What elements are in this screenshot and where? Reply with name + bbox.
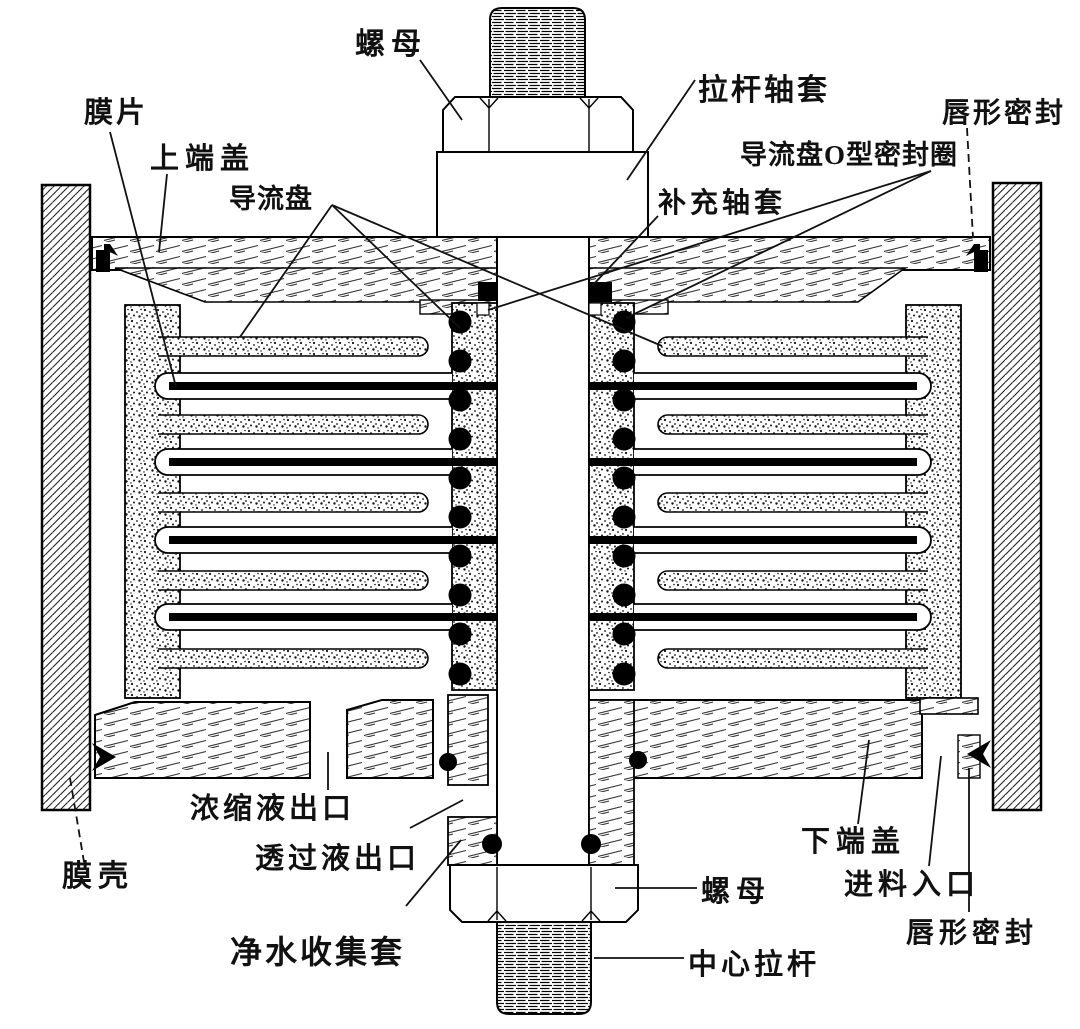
leader-lip-seal-top: [966, 127, 974, 239]
membrane-shell-right-wall: [991, 181, 1043, 812]
guide-disc-o-ring-left: [448, 505, 472, 529]
leader-membrane-shell: [69, 777, 85, 863]
lip-seal-bottom-right: [967, 740, 991, 768]
guide-disc-right: [657, 414, 928, 435]
label-tie-rod-sleeve: 拉杆轴套: [698, 73, 830, 107]
leader-permeate-outlet: [409, 799, 464, 829]
o-ring-collar-left: [439, 753, 457, 771]
clean-water-sleeve-upper-left: [447, 694, 489, 786]
leader-guide-disc-oring-2: [625, 170, 932, 319]
label-lip-seal-bottom: 唇形密封: [906, 916, 1038, 949]
guide-disc-o-ring-right: [612, 349, 636, 373]
label-upper-end-cap: 上端盖: [150, 142, 255, 175]
label-membrane: 膜片: [84, 96, 148, 129]
guide-disc-o-ring-left: [448, 388, 472, 412]
guide-disc-o-ring-right: [612, 388, 636, 412]
guide-disc-o-ring-right: [612, 505, 636, 529]
o-ring-rod-left: [482, 834, 502, 854]
label-supplementary-sleeve: 补充轴套: [658, 186, 786, 219]
label-nut-bottom: 螺母: [701, 875, 771, 908]
tie-rod-sleeve-body: [436, 151, 649, 238]
leader-supplementary-sleeve: [591, 215, 659, 287]
guide-disc-right: [657, 570, 928, 591]
leader-nut-top: [419, 59, 463, 121]
leader-guide-disc-3: [331, 204, 663, 347]
leader-guide-disc-1: [239, 204, 333, 338]
guide-disc-o-ring-left: [448, 662, 472, 686]
membrane-left: [169, 613, 497, 621]
guide-disc-right: [657, 648, 928, 669]
supplementary-sleeve-right-part: [588, 282, 612, 302]
guide-disc-o-ring-left: [448, 310, 472, 334]
o-ring-collar-right: [629, 751, 647, 769]
hub-top-notch-right: [588, 302, 602, 316]
leader-clean-water-sleeve: [405, 839, 462, 907]
center-tie-rod-top-thread: [489, 7, 586, 98]
bottom-nut: [449, 864, 639, 923]
lower-end-cap-right-flange: [919, 697, 979, 715]
center-tie-rod-body: [496, 151, 590, 868]
membrane-right: [589, 382, 917, 390]
guide-disc-o-ring-right: [612, 427, 636, 451]
guide-disc-o-ring-left: [448, 466, 472, 490]
top-nut-chamfer-marks: [479, 97, 599, 110]
lip-seal-top-left: [96, 244, 118, 272]
lower-end-cap-left-outer: [94, 701, 311, 779]
membrane-right: [589, 536, 917, 544]
guide-disc-left: [158, 492, 429, 513]
guide-disc-o-ring-right: [612, 662, 636, 686]
membrane-left: [169, 458, 497, 466]
supplementary-sleeve-left-part: [478, 282, 497, 301]
membrane-left: [169, 536, 497, 544]
top-nut: [442, 96, 634, 153]
lip-seal-top-right: [966, 244, 988, 272]
guide-disc-o-ring-left: [448, 544, 472, 568]
label-permeate-outlet: 透过液出口: [255, 842, 420, 875]
label-lip-seal-top: 唇形密封: [942, 96, 1066, 129]
guide-disc-left: [158, 648, 429, 669]
membrane-left: [169, 382, 497, 390]
guide-disc-o-ring-right: [612, 544, 636, 568]
membrane-right: [589, 458, 917, 466]
label-concentrate-outlet: 浓缩液出口: [190, 792, 355, 825]
guide-disc-right: [657, 336, 928, 357]
leader-feed-inlet: [928, 755, 942, 867]
label-guide-disc: 导流盘: [229, 183, 313, 214]
label-clean-water-sleeve: 净水收集套: [230, 934, 405, 970]
guide-disc-left: [158, 570, 429, 591]
label-feed-inlet: 进料入口: [844, 868, 980, 901]
label-lower-end-cap: 下端盖: [801, 825, 906, 858]
guide-disc-o-ring-left: [448, 622, 472, 646]
leader-membrane: [109, 131, 177, 388]
bottom-nut-chamfer-marks: [487, 909, 601, 922]
membrane-stack: [124, 302, 962, 699]
guide-disc-o-ring-left: [448, 349, 472, 373]
leader-guide-disc-oring-1: [487, 170, 932, 311]
guide-disc-o-ring-right: [612, 466, 636, 490]
center-tie-rod-bottom-thread: [496, 921, 592, 1015]
lip-seal-bottom-left: [92, 743, 116, 771]
leader-guide-disc-2: [331, 204, 461, 329]
hub-top-notch-left: [476, 302, 490, 316]
lower-end-cap-left-inner: [346, 699, 434, 779]
leader-upper-end-cap: [158, 173, 168, 253]
guide-disc-o-ring-left: [448, 583, 472, 607]
label-center-tie-rod: 中心拉杆: [688, 947, 820, 981]
membrane-right: [589, 613, 917, 621]
guide-disc-o-ring-left: [448, 427, 472, 451]
o-ring-rod-right: [581, 834, 601, 854]
membrane-shell-left-wall: [40, 183, 92, 812]
leader-lower-end-cap: [857, 739, 870, 825]
label-nut-top: 螺母: [355, 28, 427, 61]
label-guide-disc-oring: 导流盘O型密封圈: [740, 139, 958, 170]
guide-disc-o-ring-right: [612, 583, 636, 607]
leader-lines: [69, 59, 974, 959]
guide-disc-left: [158, 336, 429, 357]
guide-disc-right: [657, 492, 928, 513]
leader-tie-rod-sleeve: [626, 79, 696, 181]
label-membrane-shell: 膜壳: [62, 860, 134, 893]
guide-disc-left: [158, 414, 429, 435]
guide-disc-o-ring-right: [612, 622, 636, 646]
